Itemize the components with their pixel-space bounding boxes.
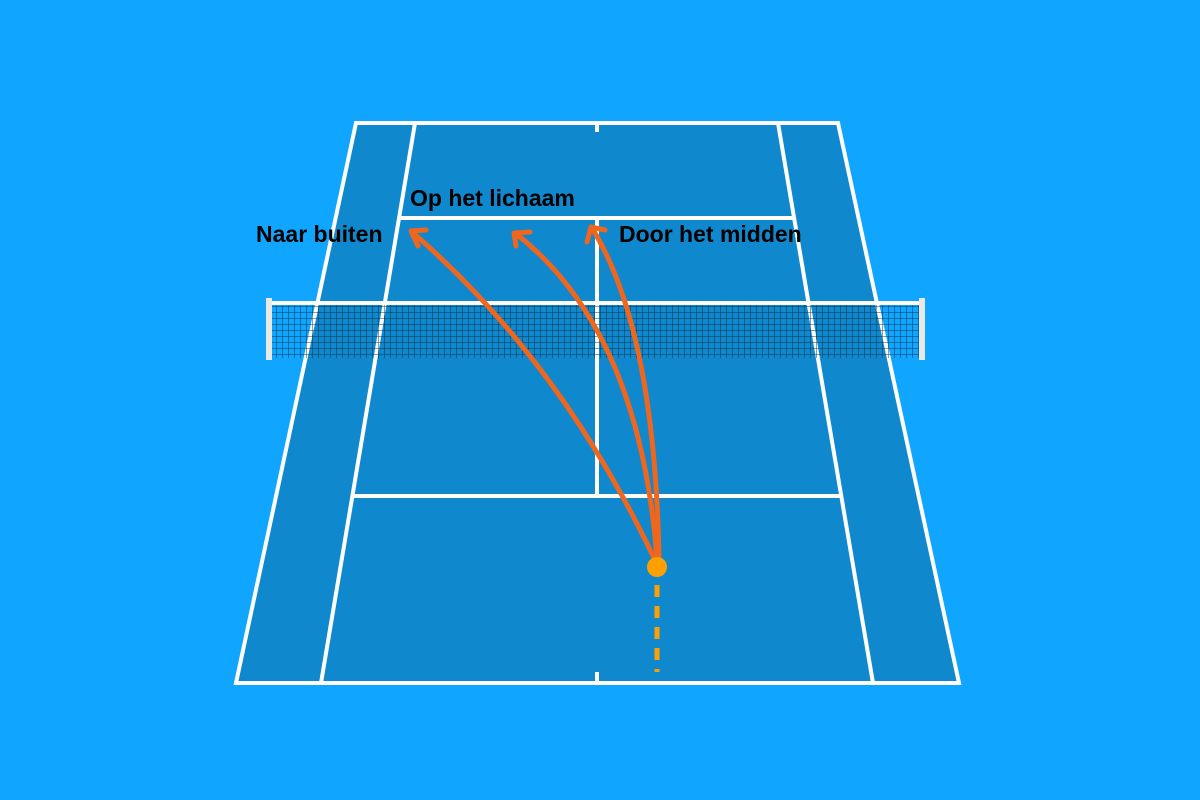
right-singles-sideline (776, 122, 875, 684)
arrow-body-head (511, 229, 533, 249)
net-post-left (266, 298, 272, 360)
arrow-body (512, 230, 660, 563)
label-middle: Door het midden (619, 221, 802, 247)
net-post-right (919, 298, 925, 360)
arrow-middle-head (584, 224, 608, 245)
arrow-wide-head (408, 227, 429, 249)
serve-trajectories (408, 224, 662, 563)
left-singles-sideline (319, 122, 417, 684)
net (266, 298, 925, 360)
label-wide: Naar buiten (256, 221, 383, 247)
arrow-wide (409, 229, 658, 563)
ball-icon (647, 557, 667, 577)
arrow-middle (589, 225, 662, 563)
label-body: Op het lichaam (410, 185, 575, 211)
